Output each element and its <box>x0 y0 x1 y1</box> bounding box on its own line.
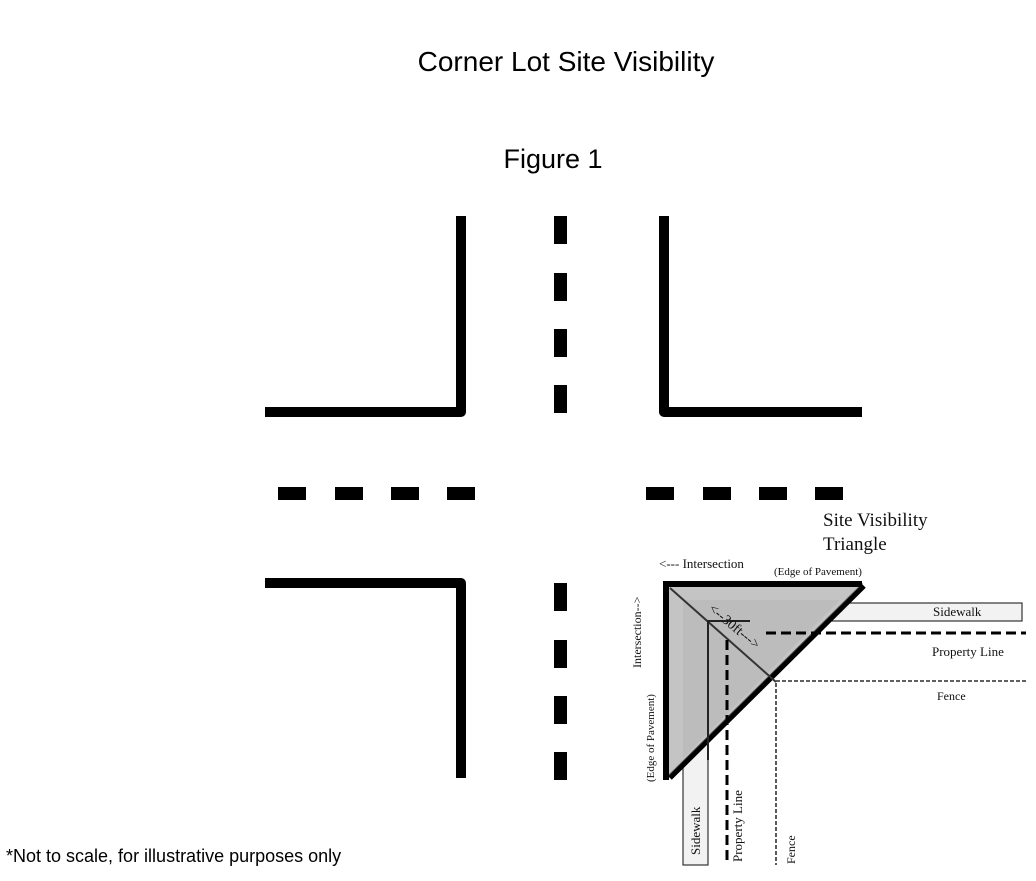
lane-dash <box>646 487 674 500</box>
triangle-label-line2: Triangle <box>823 534 887 555</box>
property-line-vertical-label: Property Line <box>730 790 745 862</box>
triangle-label-line1: Site Visibility <box>823 510 928 531</box>
lane-dash <box>391 487 419 500</box>
edge-pavement-left-label: (Edge of Pavement) <box>645 694 657 782</box>
figure-label: Figure 1 <box>503 144 603 174</box>
lane-dash <box>703 487 731 500</box>
lane-dash <box>815 487 843 500</box>
curb-top-left <box>265 216 466 417</box>
lane-dash <box>335 487 363 500</box>
fence-horizontal-label: Fence <box>937 689 966 703</box>
lane-dash <box>554 329 567 357</box>
triangle-hypotenuse <box>668 584 866 780</box>
lane-dash <box>759 487 787 500</box>
lane-dash <box>278 487 306 500</box>
measurement-line <box>669 587 777 683</box>
lane-dash <box>554 273 567 301</box>
intersection-left-label: Intersection--> <box>630 596 644 668</box>
property-line-horizontal-label: Property Line <box>932 644 1004 659</box>
triangle-inner-shade <box>683 600 840 758</box>
lane-dash <box>554 696 567 724</box>
lane-dash <box>447 487 475 500</box>
road-curbs <box>265 216 862 778</box>
curb-top-right <box>659 216 862 417</box>
page-title: Corner Lot Site Visibility <box>417 46 715 77</box>
curb-bottom-left <box>265 578 466 778</box>
lane-dash <box>554 640 567 668</box>
sidewalk-vertical-label: Sidewalk <box>688 806 703 855</box>
sidewalk-horizontal-label: Sidewalk <box>933 604 982 619</box>
footnote: *Not to scale, for illustrative purposes… <box>6 846 342 866</box>
lane-dash <box>554 752 567 780</box>
lane-dash <box>554 216 567 244</box>
lane-dash <box>554 583 567 611</box>
property-line-corner <box>707 620 750 760</box>
fence-vertical-label: Fence <box>784 835 798 864</box>
corner-curb <box>663 581 862 780</box>
center-lane-dashes <box>278 216 843 780</box>
edge-pavement-top-label: (Edge of Pavement) <box>774 566 862 578</box>
lane-dash <box>554 385 567 413</box>
intersection-top-label: <--- Intersection <box>659 556 744 571</box>
